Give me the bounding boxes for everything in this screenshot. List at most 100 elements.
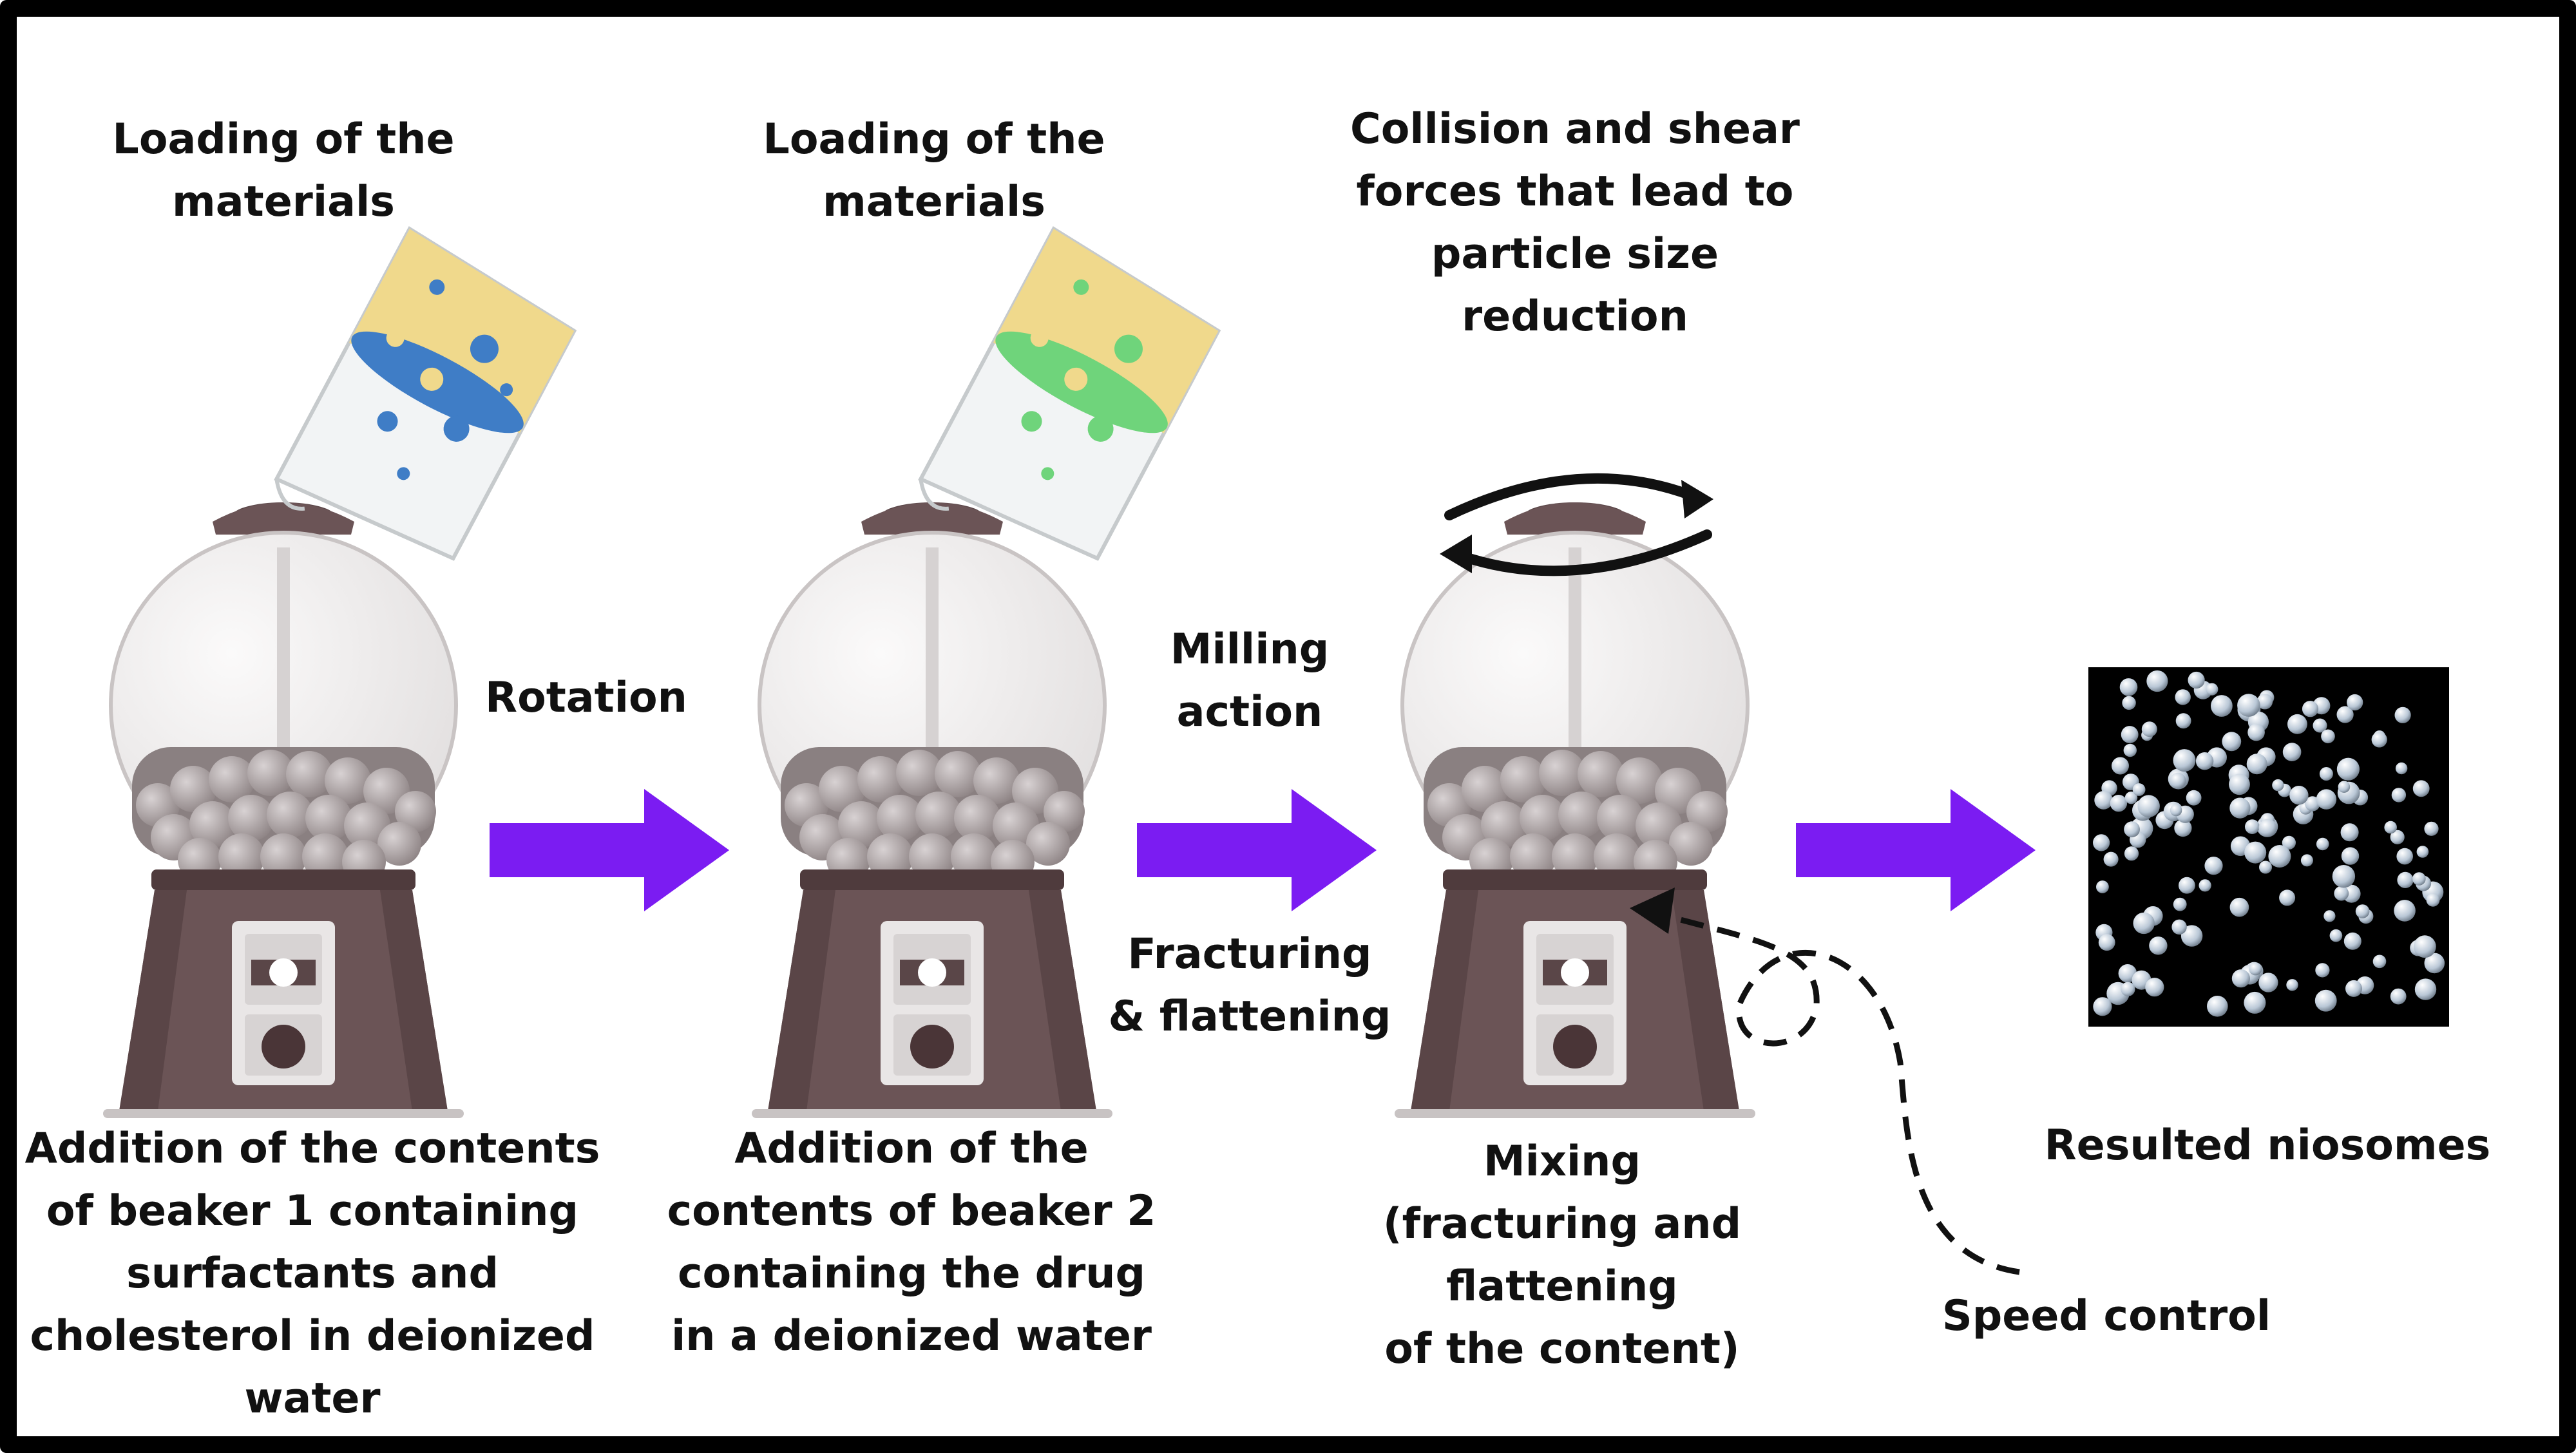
niosome-dot bbox=[2355, 904, 2370, 918]
mixing-label: Mixing (fracturing and flattening of the… bbox=[1382, 1137, 1742, 1373]
niosome-dot bbox=[2258, 819, 2277, 837]
niosome-dot bbox=[2347, 694, 2363, 711]
niosomes-image bbox=[2088, 667, 2449, 1027]
niosome-dot bbox=[2122, 696, 2136, 710]
niosome-dot bbox=[2332, 865, 2356, 888]
niosome-dot bbox=[2397, 871, 2414, 888]
niosome-dot bbox=[2231, 969, 2250, 988]
addition-label-2: Addition of the contents of beaker 2 con… bbox=[667, 1125, 1156, 1360]
niosome-dot bbox=[2314, 989, 2337, 1012]
niosome-dot bbox=[2424, 953, 2445, 974]
niosome-dot bbox=[2121, 982, 2135, 996]
gumball-machine-icon bbox=[1395, 502, 1755, 1118]
niosome-dot bbox=[2121, 726, 2139, 743]
niosome-dot bbox=[2338, 781, 2351, 793]
niosome-dot bbox=[2110, 795, 2128, 812]
niosome-dot bbox=[2412, 872, 2426, 886]
gumball-machine-icon bbox=[103, 502, 464, 1118]
niosome-dot bbox=[2416, 846, 2429, 858]
niosome-dot bbox=[2258, 973, 2278, 992]
niosome-dot bbox=[2180, 925, 2203, 947]
niosome-dot bbox=[2336, 706, 2354, 723]
niosome-dot bbox=[2302, 701, 2319, 717]
niosome-dot bbox=[2282, 835, 2296, 850]
niosome-dot bbox=[2207, 996, 2228, 1017]
niosome-dot bbox=[2390, 830, 2405, 844]
niosome-dot bbox=[2329, 929, 2343, 942]
niosome-dot bbox=[2174, 819, 2192, 837]
niosome-dot bbox=[2279, 889, 2296, 906]
niosome-dot bbox=[2199, 879, 2211, 892]
niosome-dot bbox=[2341, 847, 2360, 865]
niosome-dot bbox=[2313, 718, 2327, 733]
niosome-dot bbox=[2093, 834, 2110, 851]
niosome-dot bbox=[2395, 762, 2408, 775]
niosome-dot bbox=[2237, 694, 2260, 717]
niosome-dot bbox=[2229, 897, 2249, 917]
niosome-dot bbox=[2093, 997, 2112, 1016]
niosome-dot bbox=[2149, 936, 2168, 955]
speed-control-pointer bbox=[1630, 888, 2020, 1275]
niosome-dot bbox=[2323, 910, 2336, 922]
niosome-dot bbox=[2316, 837, 2329, 851]
niosome-dot bbox=[2394, 900, 2416, 922]
milling-label: Milling action bbox=[1170, 625, 1330, 736]
niosome-dot bbox=[2268, 845, 2291, 868]
niosome-dot bbox=[2229, 774, 2250, 795]
niosome-dot bbox=[2124, 846, 2139, 861]
niosome-dot bbox=[2315, 963, 2330, 978]
niosome-dot bbox=[2316, 789, 2337, 810]
niosome-dot bbox=[2371, 732, 2387, 748]
niosome-dot bbox=[2096, 880, 2109, 893]
loading-label-1: Loading of the materials bbox=[112, 115, 455, 226]
niosome-dot bbox=[2426, 893, 2440, 907]
niosome-dot bbox=[2137, 795, 2160, 817]
niosome-dot bbox=[2175, 689, 2191, 705]
rotation-arrows-icon bbox=[1440, 473, 1713, 576]
niosome-dot bbox=[2336, 757, 2360, 781]
process-arrow-icon bbox=[490, 789, 729, 911]
rotation-label: Rotation bbox=[485, 674, 687, 722]
niosome-dot bbox=[2372, 954, 2387, 969]
addition-label-1: Addition of the contents of beaker 1 con… bbox=[24, 1125, 600, 1423]
niosome-dot bbox=[2334, 886, 2349, 901]
niosome-dot bbox=[2321, 729, 2335, 744]
niosome-dot bbox=[2340, 823, 2359, 842]
niosome-dot bbox=[2286, 979, 2298, 991]
niosome-dot bbox=[2244, 841, 2267, 864]
loading-label-2: Loading of the materials bbox=[763, 115, 1105, 226]
niosome-dot bbox=[2319, 767, 2333, 781]
niosome-dot bbox=[2171, 919, 2187, 935]
niosome-dot bbox=[2179, 877, 2195, 894]
niosome-dot bbox=[2343, 932, 2361, 950]
resulted-niosomes-label: Resulted niosomes bbox=[2044, 1121, 2491, 1170]
niosome-dot bbox=[2244, 991, 2266, 1014]
niosome-dot bbox=[2247, 723, 2265, 741]
niosome-dot bbox=[2287, 714, 2307, 734]
niosome-dot bbox=[2094, 791, 2113, 810]
niosome-dot bbox=[2391, 788, 2407, 802]
process-arrow-icon bbox=[1137, 789, 1377, 911]
collision-label: Collision and shear forces that lead to … bbox=[1350, 105, 1800, 341]
niosome-dot bbox=[2246, 754, 2267, 775]
niosome-dot bbox=[2245, 819, 2260, 834]
niosome-dot bbox=[2173, 897, 2187, 911]
niosome-dot bbox=[2413, 935, 2436, 958]
niosome-dot bbox=[2188, 671, 2205, 689]
niosome-dot bbox=[2124, 821, 2141, 838]
niosome-dot bbox=[2146, 670, 2168, 692]
niosome-dot bbox=[2229, 797, 2251, 819]
niosome-dot bbox=[2173, 749, 2196, 772]
niosome-dot bbox=[2141, 721, 2157, 737]
niosome-dot bbox=[2396, 848, 2413, 865]
niosome-dot bbox=[2282, 743, 2302, 761]
speed-control-label: Speed control bbox=[1942, 1292, 2271, 1340]
niosome-dot bbox=[2424, 821, 2439, 836]
niosome-dot bbox=[2272, 779, 2284, 792]
niosome-dot bbox=[2123, 743, 2137, 757]
niosome-dot bbox=[2289, 786, 2309, 805]
beaker-1-icon bbox=[274, 226, 577, 561]
gumball-machine-icon bbox=[752, 502, 1112, 1118]
niosome-dot bbox=[2345, 980, 2362, 997]
